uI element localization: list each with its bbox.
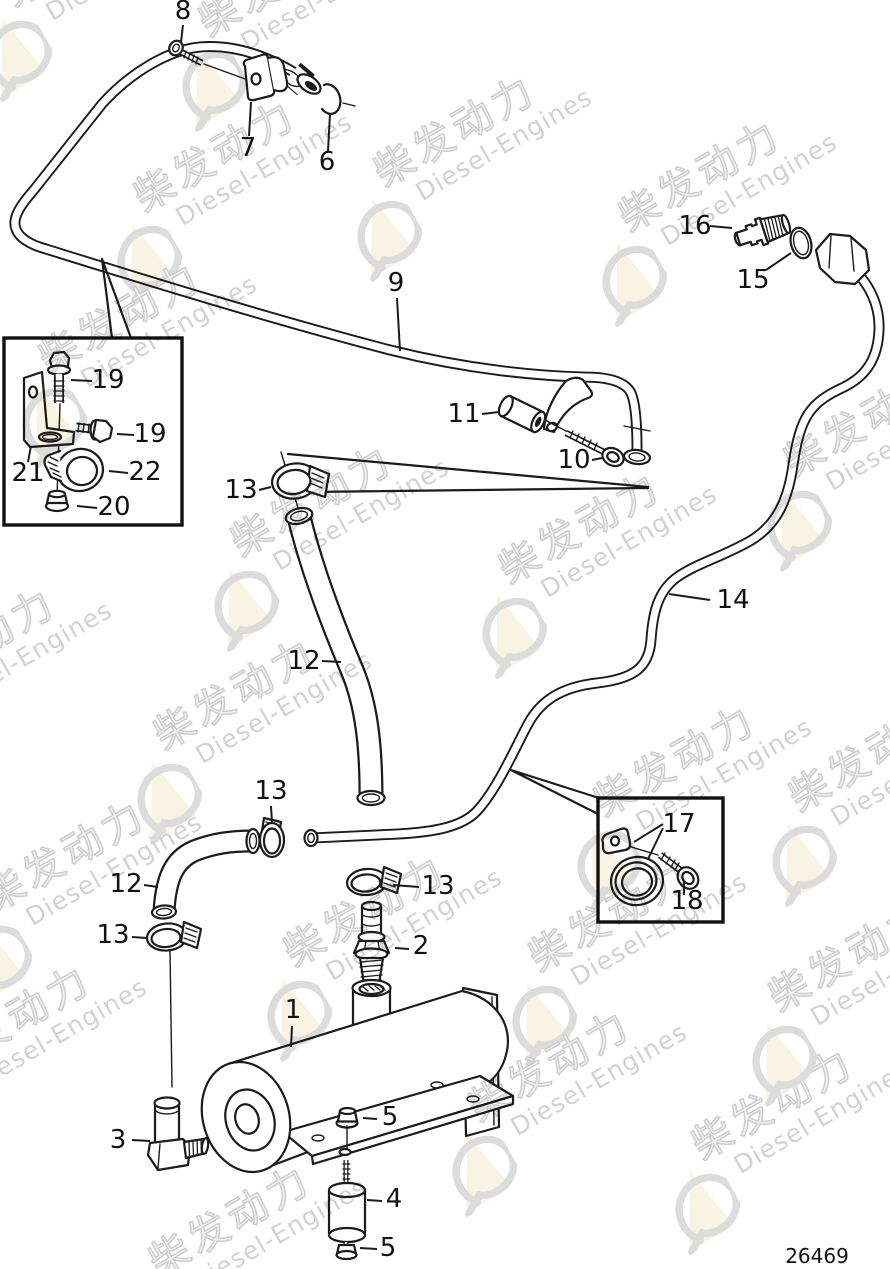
- part-callout-6: 6: [319, 147, 336, 177]
- part-callout-4: 4: [386, 1184, 403, 1214]
- leader-line: [70, 379, 93, 382]
- leader-line: [359, 1247, 378, 1250]
- leader-line: [108, 470, 129, 474]
- leader-line: [180, 24, 184, 43]
- part-callout-9: 9: [388, 268, 405, 298]
- part-callout-5: 5: [382, 1102, 399, 1132]
- part-callout-12: 12: [287, 646, 320, 676]
- clamp-bracket-7: [242, 53, 289, 102]
- leader-line: [668, 593, 711, 601]
- part-callout-20: 20: [97, 492, 130, 522]
- leader-line: [327, 113, 331, 152]
- o-ring-15: [789, 226, 813, 260]
- leader-line: [647, 827, 664, 860]
- pipe-9: [9, 41, 652, 466]
- elbow-fitting-3: [146, 1096, 210, 1172]
- part-callout-15: 15: [736, 265, 769, 295]
- flange-bolt: [657, 852, 700, 890]
- leader-line: [131, 1139, 151, 1142]
- detail-box-pipe-clamp: [596, 796, 725, 924]
- fitting-16: [733, 213, 792, 247]
- part-callout-19: 19: [133, 419, 166, 449]
- leader-line: [396, 297, 401, 352]
- part-callout-1: 1: [285, 995, 302, 1025]
- part-callout-3: 3: [110, 1125, 127, 1155]
- hose-clamp-13-bottom: [345, 865, 403, 897]
- pipe-9-top-sleeve: [279, 62, 322, 96]
- drawing-number: 26469: [785, 1244, 849, 1268]
- leader-line: [394, 947, 410, 950]
- pipe-bracket: [542, 376, 594, 434]
- hose-clamp-13-upper: [270, 462, 331, 500]
- snap-ring-6: [320, 83, 356, 115]
- leader-line: [709, 225, 733, 229]
- part-callout-14: 14: [716, 585, 749, 615]
- part-callout-13: 13: [254, 776, 287, 806]
- flange-nut: [44, 489, 70, 513]
- leader-line: [270, 805, 273, 824]
- part-callout-13: 13: [421, 871, 454, 901]
- part-callout-8: 8: [175, 0, 192, 26]
- leader-line: [116, 433, 135, 436]
- leader-line: [765, 252, 792, 271]
- part-callout-7: 7: [240, 133, 257, 163]
- part-callout-18: 18: [670, 886, 703, 916]
- flange-nut-5-bottom: [335, 1243, 358, 1261]
- leader-line: [290, 1025, 293, 1048]
- part-callout-19: 19: [91, 365, 124, 395]
- canister-1: [200, 978, 515, 1174]
- bolt-10: [564, 430, 625, 468]
- hose-12-elbow: [150, 827, 261, 920]
- leader-line: [366, 1199, 383, 1202]
- leader-line: [591, 457, 603, 461]
- leader-line: [321, 660, 342, 663]
- pipe-14: [303, 232, 885, 848]
- hose-12-upper: [280, 451, 386, 807]
- leader-line: [258, 486, 272, 491]
- part-callout-12: 12: [109, 869, 142, 899]
- union-nut: [814, 232, 871, 286]
- hose-clamp-13-junction: [258, 816, 286, 859]
- fitting-2: [352, 900, 391, 986]
- hose-clamp-13-left: [145, 920, 203, 1088]
- part-callout-21: 21: [11, 458, 44, 488]
- part-callout-11: 11: [447, 399, 480, 429]
- part-callout-5: 5: [380, 1233, 397, 1263]
- leader-line: [143, 884, 159, 888]
- leader-line: [76, 505, 98, 509]
- leader-line: [131, 936, 148, 939]
- pointer-lines: [100, 257, 650, 816]
- part-callout-13: 13: [96, 920, 129, 950]
- pipe-9-end-sleeve: [622, 425, 652, 466]
- flange-nut-5-top: [335, 1106, 359, 1157]
- rubber-mount-4: [327, 1160, 367, 1250]
- part-callout-16: 16: [678, 211, 711, 241]
- part-callout-2: 2: [413, 931, 430, 961]
- leader-line: [362, 1117, 378, 1120]
- leader-line: [481, 411, 500, 415]
- leader-line: [248, 101, 252, 137]
- part-callout-22: 22: [128, 457, 161, 487]
- part-callout-13: 13: [224, 475, 257, 505]
- part-callout-10: 10: [557, 445, 590, 475]
- part-callout-17: 17: [662, 809, 695, 839]
- leader-line: [392, 884, 420, 888]
